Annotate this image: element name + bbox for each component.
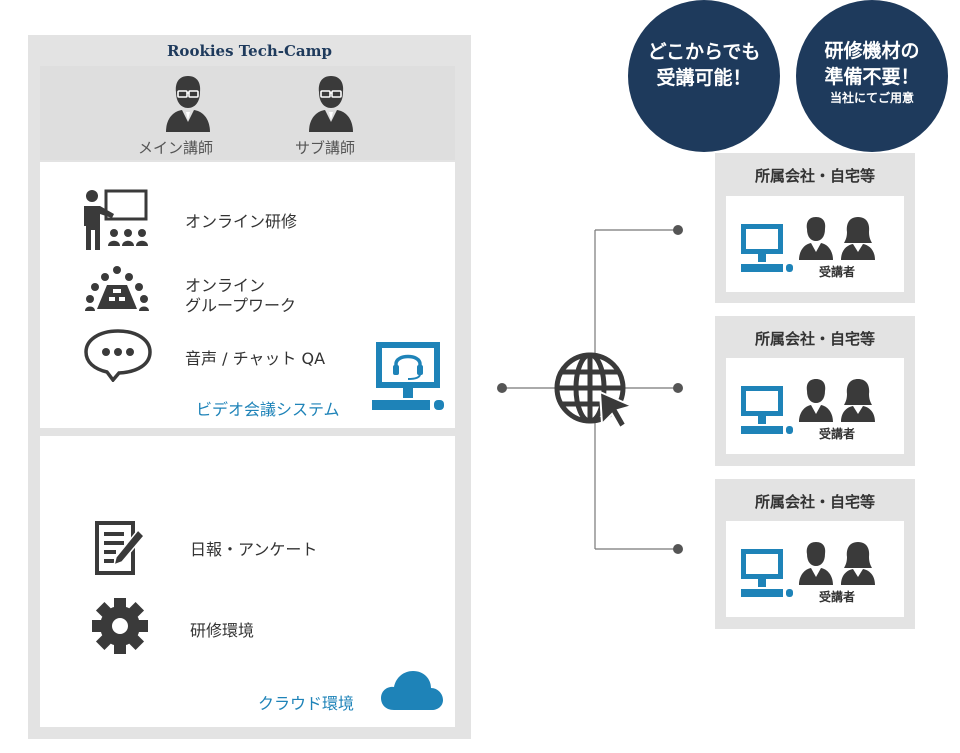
feature-training-environment: 研修環境 [190, 621, 255, 640]
video-system-label: ビデオ会議システム [196, 400, 340, 419]
badge-no-equipment: 研修機材の 準備不要！ 当社にてご用意 [796, 0, 948, 152]
feature-daily-report-survey: 日報・アンケート [190, 540, 318, 559]
trainee-label-1: 受講者 [819, 265, 856, 279]
pc-icon [741, 549, 793, 597]
location-title-2: 所属会社・自宅等 [754, 330, 875, 348]
badge-anywhere-line1: どこからでも [647, 41, 761, 63]
male-trainee-icon [799, 379, 833, 422]
male-trainee-icon [799, 217, 833, 260]
instructor-band [40, 66, 455, 160]
camp-title: Rookies Tech-Camp [166, 42, 333, 60]
report-form-icon [95, 521, 146, 575]
female-trainee-icon [841, 379, 875, 422]
cloud-icon [381, 671, 443, 710]
main-instructor-icon [166, 76, 210, 132]
badge-no-equipment-line2: 準備不要！ [824, 66, 920, 88]
sub-instructor-icon [309, 76, 353, 132]
globe-cursor-icon [554, 352, 635, 430]
trainee-label-3: 受講者 [819, 590, 856, 604]
gear-icon [92, 598, 148, 654]
cloud-box [40, 436, 455, 727]
male-trainee-icon [799, 542, 833, 585]
sub-instructor-label: サブ講師 [295, 139, 356, 157]
main-instructor-label: メイン講師 [138, 139, 214, 157]
chat-bubble-icon [84, 329, 152, 382]
location-title-1: 所属会社・自宅等 [754, 167, 875, 185]
feature-online: オンライン [185, 276, 266, 295]
group-work-icon [85, 266, 149, 311]
pc-icon [741, 386, 793, 434]
feature-voice-chat-qa: 音声 / チャット QA [185, 349, 326, 368]
badge-anywhere: どこからでも 受講可能！ [628, 0, 780, 152]
female-trainee-icon [841, 217, 875, 260]
pc-icon [741, 224, 793, 272]
presentation-icon [84, 189, 148, 250]
headset-monitor-icon [372, 342, 444, 410]
badge-anywhere-line2: 受講可能！ [656, 67, 752, 89]
cloud-label: クラウド環境 [258, 694, 355, 713]
location-title-3: 所属会社・自宅等 [754, 493, 875, 511]
feature-online-training: オンライン研修 [185, 212, 298, 231]
trainee-label-2: 受講者 [819, 427, 856, 441]
badge-no-equipment-line1: 研修機材の [824, 40, 920, 62]
badge-no-equipment-note: 当社にてご用意 [829, 91, 914, 105]
feature-group-work: グループワーク [185, 296, 297, 315]
female-trainee-icon [841, 542, 875, 585]
